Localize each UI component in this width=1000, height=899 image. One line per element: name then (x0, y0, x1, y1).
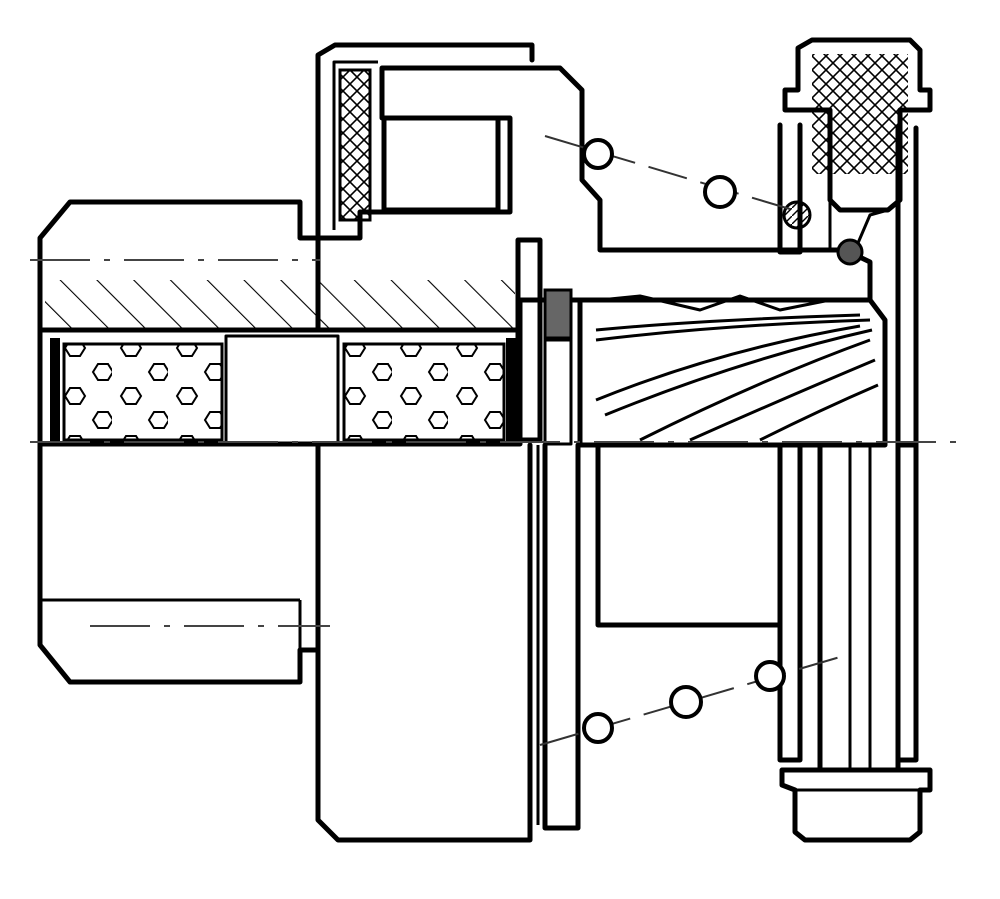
spline-tooth-5 (639, 338, 871, 442)
ball-lower-2 (669, 685, 703, 719)
bearing-left-cage (50, 338, 60, 442)
pinion-shaft-outline (577, 297, 888, 448)
gear-collar-cross-hatch (812, 54, 908, 174)
seal-ring-lower (543, 338, 573, 446)
o-ring-upper (782, 200, 812, 230)
lower-body-outline (315, 442, 533, 843)
gear-collar-lower-shaft (817, 442, 901, 773)
centerlines (30, 259, 960, 627)
lower-body-flange (542, 442, 581, 831)
spline-tooth-1 (595, 313, 861, 332)
ball-leaders (539, 135, 841, 746)
seal-ring (515, 237, 573, 446)
spline-tooth-4 (604, 328, 873, 417)
spline-tooth-6 (689, 358, 876, 442)
bearing-gap (224, 334, 340, 446)
clutch-shell-inner-liner (332, 60, 378, 230)
spline-tooth-7 (759, 383, 879, 442)
needle-bearing (37, 327, 523, 447)
ball-upper-2 (703, 175, 737, 209)
balls (582, 138, 786, 744)
leader-upper (544, 135, 801, 213)
spline-tooth-2 (595, 318, 871, 342)
clutch-shell-outline (315, 42, 535, 238)
left-bushing (37, 199, 515, 685)
spline-crest (599, 294, 831, 312)
ball-lower-3 (754, 660, 786, 692)
gear-collar-sleeve-left (777, 122, 803, 255)
gear-collar-lower-outline (777, 442, 803, 763)
clutch-shell (315, 42, 535, 238)
left-bushing-lower-section (37, 442, 321, 685)
ball-lower-1 (582, 712, 614, 744)
bearing-right-rollers (342, 342, 506, 442)
gear-collar-cap (782, 37, 933, 213)
gear-collar-sleeve-right (895, 125, 919, 448)
gear-collar-foot (779, 767, 933, 843)
ball-upper-1 (582, 138, 614, 170)
seal-ring-black-band (515, 237, 543, 443)
pinion-lower-shaft (595, 442, 783, 628)
lower-body (315, 442, 581, 843)
gear-collar (777, 37, 933, 843)
bearing-right-cage (506, 338, 516, 442)
bearing-left-rollers (62, 342, 224, 442)
left-bushing-hatch (45, 280, 515, 328)
main-hub-bore (381, 115, 501, 213)
clutch-shell-cross-hatched-liner (338, 68, 372, 222)
seal-ring-grey-insert (543, 288, 573, 340)
pinion-shaft (577, 294, 888, 628)
gear-collar-lower-sleeve (895, 442, 919, 763)
spline-tooth-3 (595, 324, 861, 402)
o-ring-pinion (836, 238, 864, 266)
